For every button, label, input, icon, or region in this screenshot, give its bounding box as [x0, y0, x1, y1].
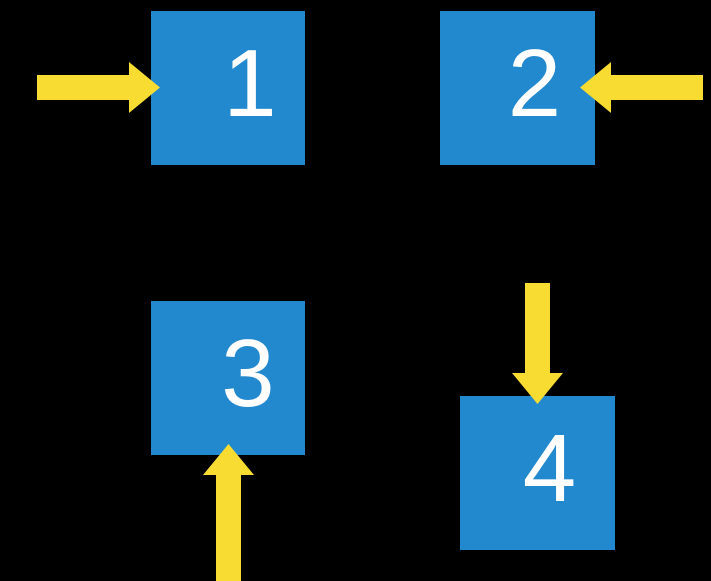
node-label-2: 2: [507, 30, 562, 137]
arrow-up-into-node-3: [203, 444, 254, 581]
arrow-right-into-node-1: [37, 62, 160, 113]
node-label-1: 1: [223, 30, 277, 137]
node-label-3: 3: [221, 320, 275, 427]
node-box-1[interactable]: [151, 11, 305, 165]
arrow-left-into-node-2: [580, 62, 703, 113]
node-box-2[interactable]: [440, 11, 595, 165]
node-label-4: 4: [522, 415, 577, 522]
arrow-down-into-node-4: [512, 283, 563, 404]
node-box-4[interactable]: [460, 396, 615, 550]
node-box-3[interactable]: [151, 301, 305, 455]
